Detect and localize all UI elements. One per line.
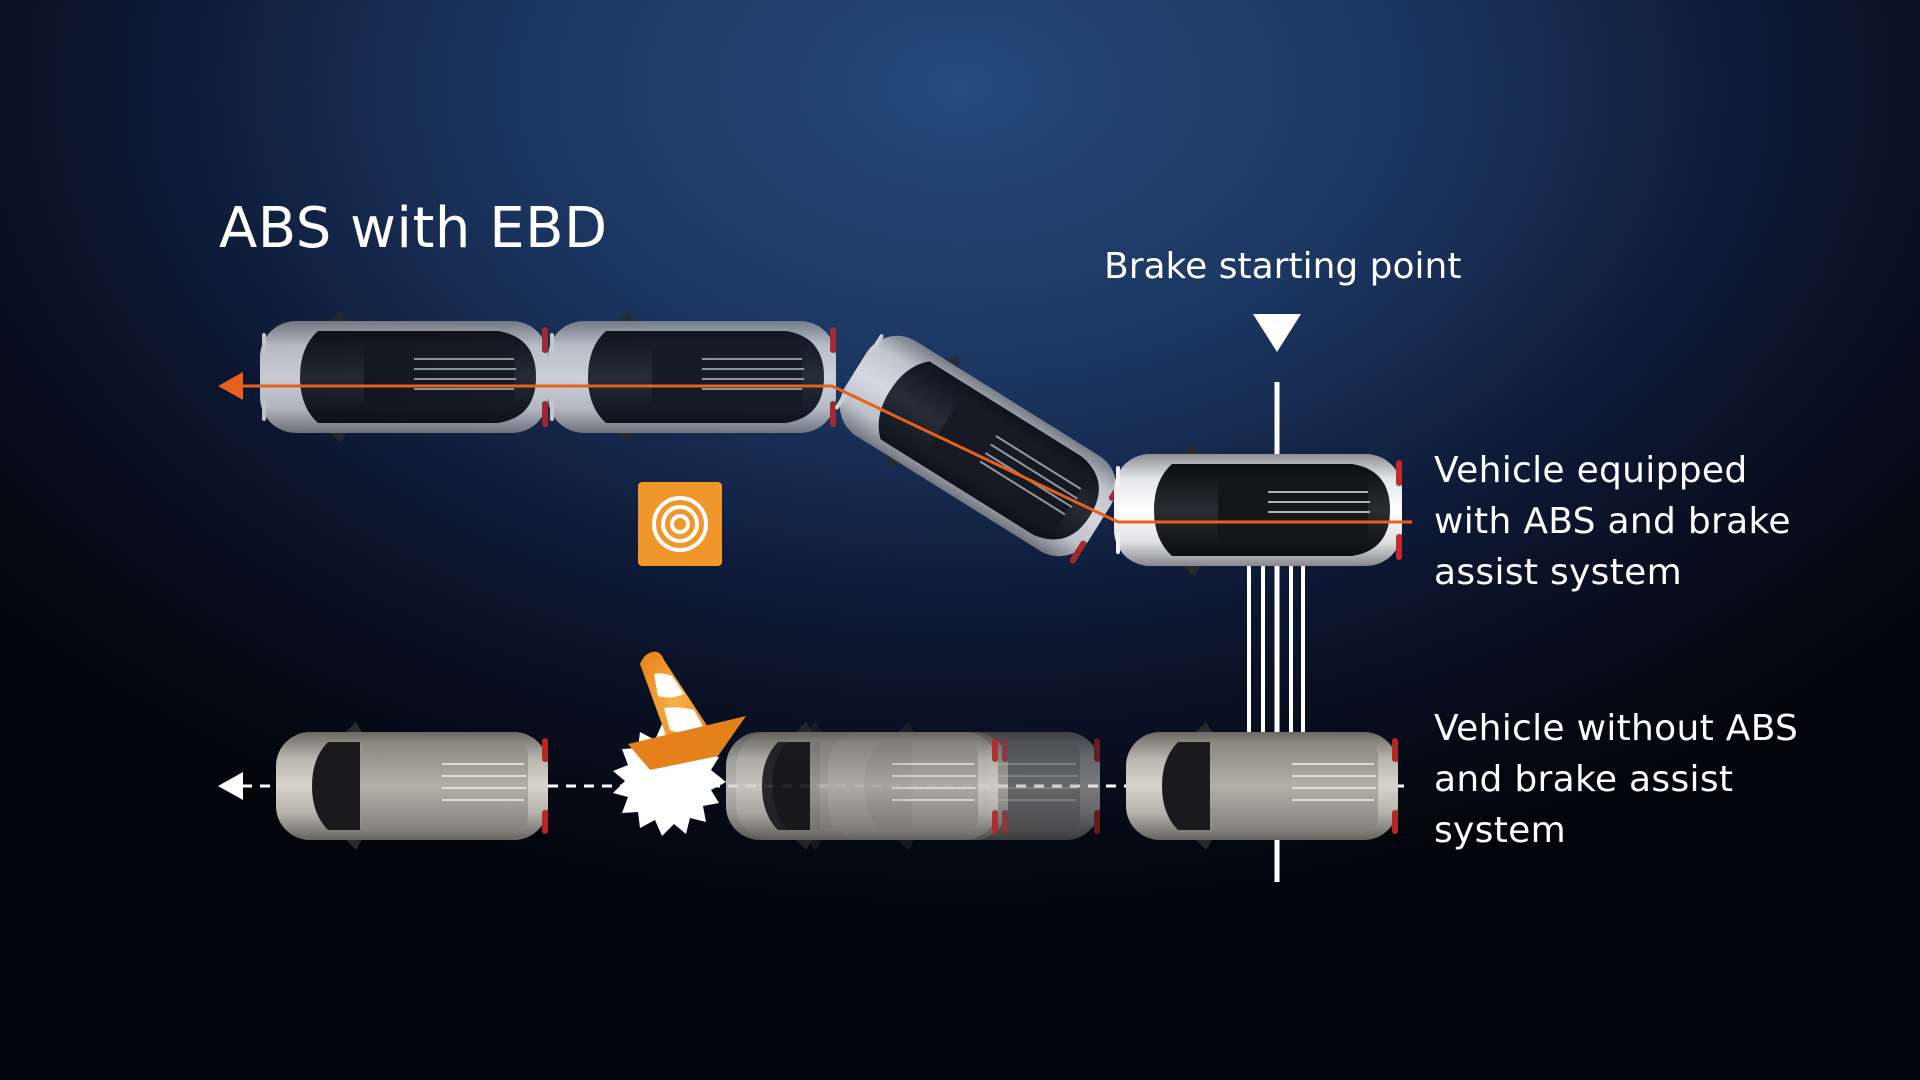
page-title: ABS with EBD	[219, 196, 608, 261]
path-arrowhead-icon	[218, 772, 243, 800]
path-with-abs	[238, 384, 1412, 524]
vehicle-without-abs	[725, 721, 999, 851]
vehicle-with-abs	[819, 312, 1137, 580]
vehicle-with-abs	[259, 310, 549, 444]
lane-without-abs	[218, 721, 1408, 851]
vehicle-without-abs	[275, 721, 549, 851]
lane-with-abs	[218, 310, 1412, 580]
obstacle-target-icon	[638, 482, 722, 566]
caption-line: system	[1434, 810, 1566, 851]
caption-vehicle-without-abs: Vehicle without ABS and brake assist sys…	[1434, 703, 1894, 856]
brake-point-marker-icon	[1253, 314, 1301, 352]
traffic-cone-icon	[628, 651, 746, 770]
caption-line: and brake assist	[1434, 759, 1734, 800]
caption-vehicle-with-abs: Vehicle equipped with ABS and brake assi…	[1434, 445, 1894, 598]
caption-line: with ABS and brake	[1434, 501, 1791, 542]
vehicle-without-abs	[1125, 721, 1399, 851]
caption-line: Vehicle without ABS	[1434, 708, 1799, 749]
brake-point-label: Brake starting point	[1104, 246, 1462, 287]
caption-line: assist system	[1434, 552, 1682, 593]
caption-line: Vehicle equipped	[1434, 450, 1748, 491]
path-arrowhead-icon	[218, 372, 243, 400]
vehicle-with-abs	[547, 310, 837, 444]
vehicle-with-abs	[1113, 443, 1403, 577]
